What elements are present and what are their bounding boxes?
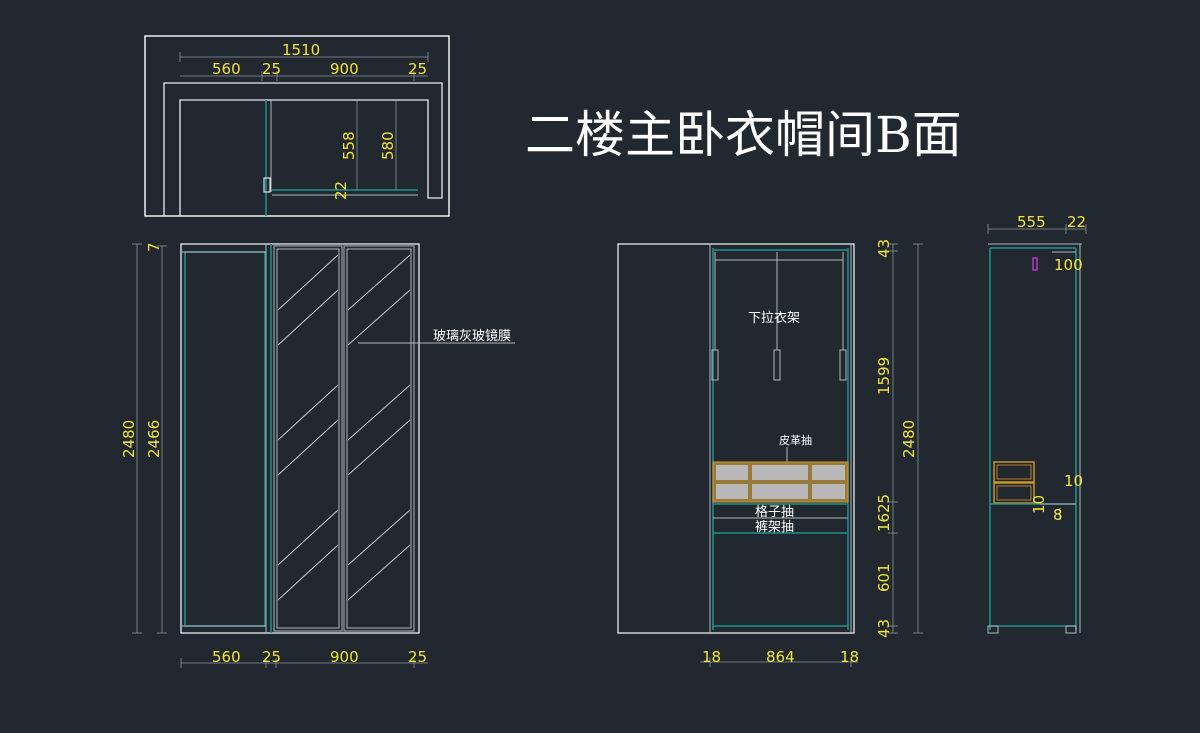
plan-view: 1510 560 25 900 25 558 580 22 [144,35,450,217]
hanger-label: 下拉衣架 [748,310,800,326]
interior-dim-43-bottom: 43 [875,619,893,638]
pants-drawer-label: 裤架抽 [755,520,794,535]
interior-bottom-18b: 18 [840,648,859,666]
front-bottom-25a: 25 [262,648,281,666]
front-bottom-560: 560 [212,648,241,666]
interior-dim-25: 25 [875,494,893,513]
plan-dim-900: 900 [330,60,359,78]
front-bottom-900: 900 [330,648,359,666]
front-dim-2480: 2480 [120,420,138,458]
side-dim-10b: 10 [1030,495,1048,514]
interior-dim-1599: 1599 [875,357,893,395]
plan-dim-560: 560 [212,60,241,78]
side-dim-100: 100 [1054,256,1083,274]
interior-dim-601: 601 [875,563,893,592]
drawing-title: 二楼主卧衣帽间B面 [525,106,962,164]
leather-label: 皮革抽 [779,433,812,447]
plan-dim-total: 1510 [282,41,320,59]
front-dim-7: 7 [145,242,163,252]
side-dim-555: 555 [1017,213,1046,231]
plan-dim-558: 558 [340,131,358,160]
plan-dim-580: 580 [379,131,397,160]
front-dim-2466: 2466 [145,420,163,458]
interior-elevation: 下拉衣架 皮革抽 格子抽 裤架抽 43 1599 25 16 [617,239,923,667]
front-bottom-25b: 25 [408,648,427,666]
side-section: 555 22 100 10 10 8 [987,213,1087,634]
interior-bottom-864: 864 [766,648,795,666]
front-elevation: 2480 2466 7 [120,242,515,668]
interior-dim-2480: 2480 [900,420,918,458]
grid-drawer-label: 格子抽 [755,504,794,520]
side-dim-10a: 10 [1064,472,1083,490]
glass-label: 玻璃灰玻镜膜 [433,329,511,344]
side-dim-22: 22 [1067,213,1086,231]
plan-dim-22: 22 [332,181,350,200]
plan-dim-25b: 25 [408,60,427,78]
interior-dim-43-top: 43 [875,239,893,258]
plan-dim-25a: 25 [262,60,281,78]
interior-bottom-18a: 18 [702,648,721,666]
interior-dim-16: 16 [875,513,893,532]
side-dim-8: 8 [1053,506,1063,524]
